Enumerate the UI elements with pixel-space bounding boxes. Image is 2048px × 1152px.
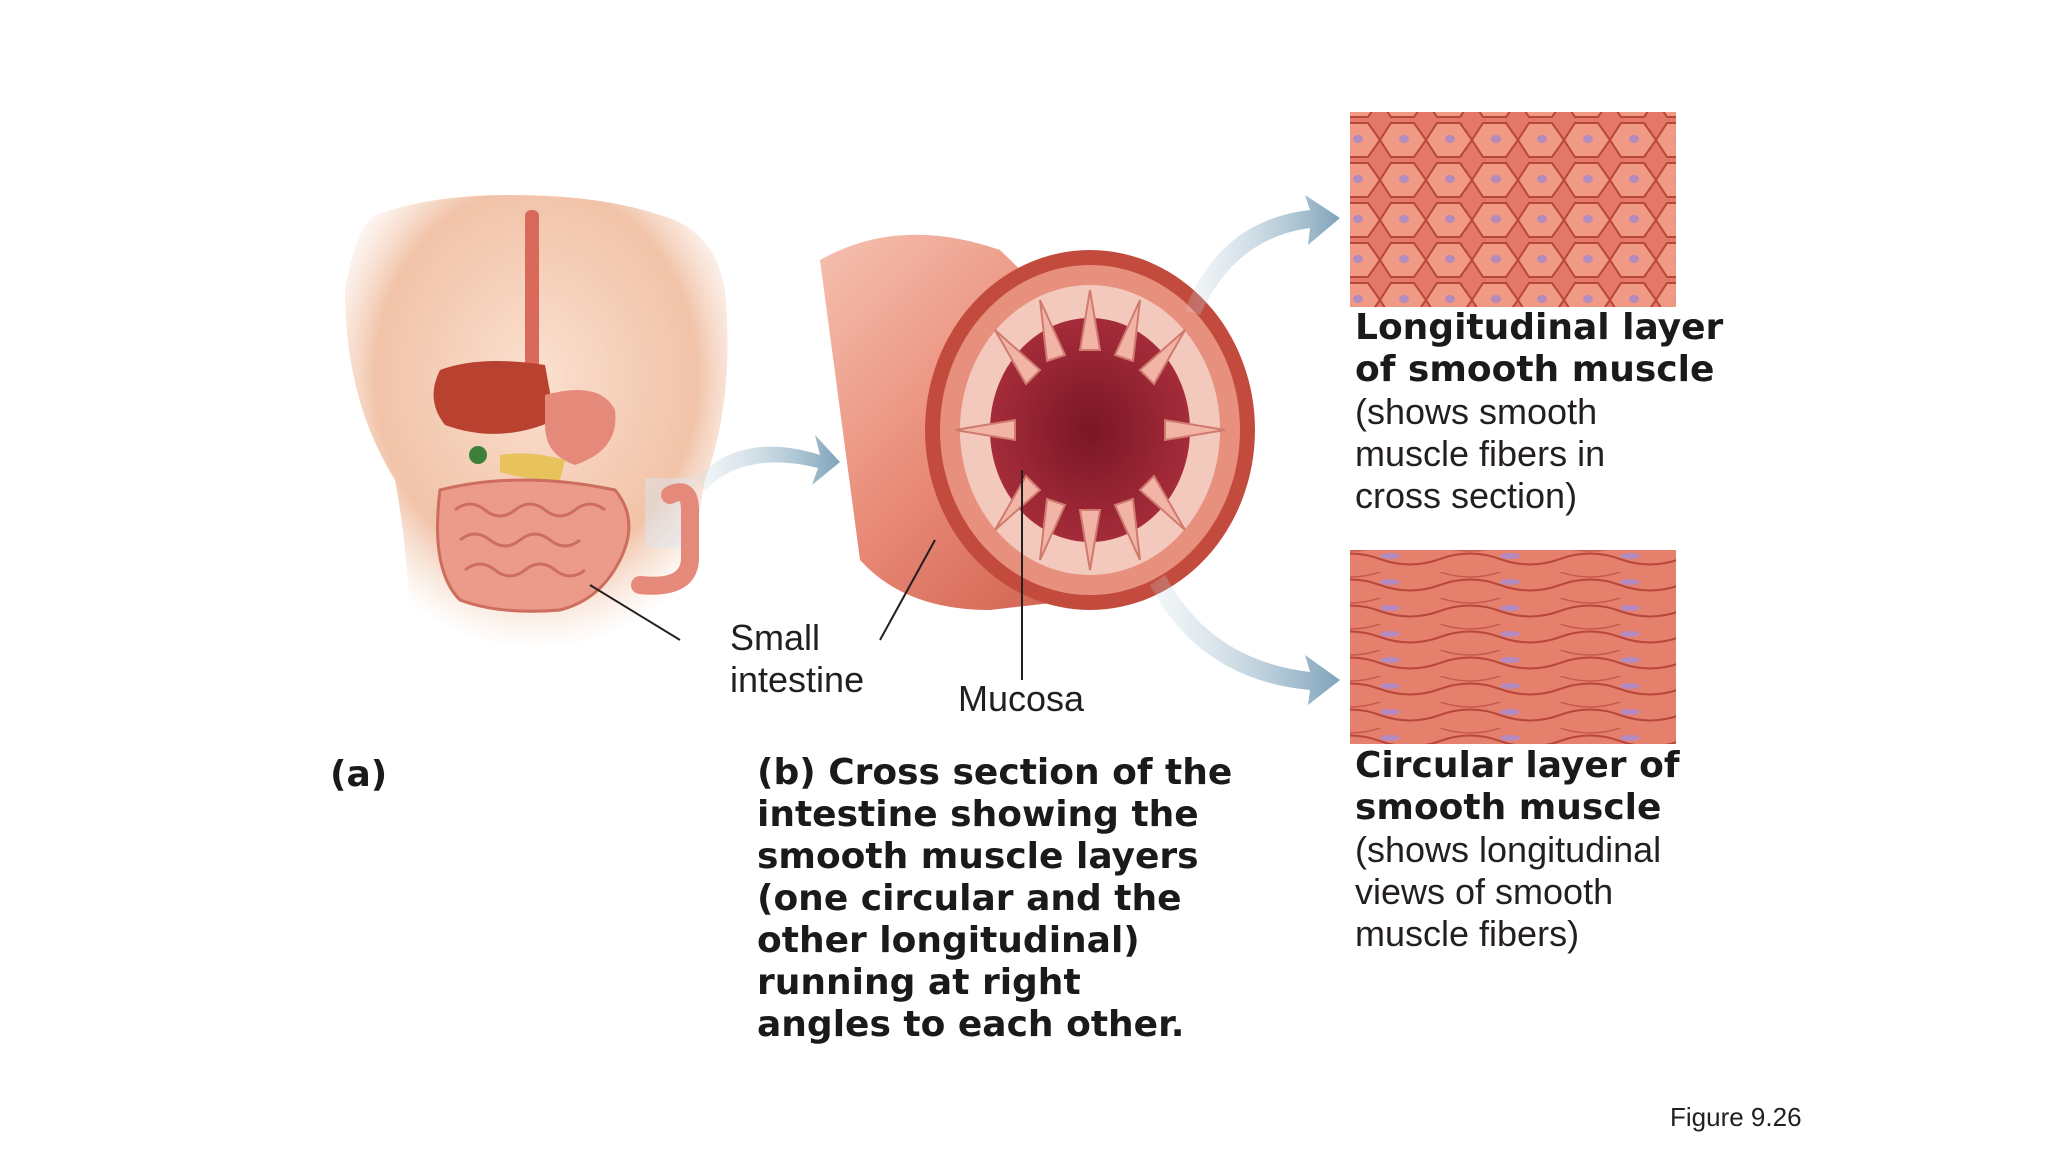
stomach [545, 390, 616, 465]
arrow-to-cross-section [695, 435, 840, 490]
circular-layer-inset [1350, 550, 1676, 744]
circular-desc-line: views of smooth [1355, 871, 1614, 912]
longitudinal-desc-line: cross section) [1355, 475, 1578, 516]
longitudinal-layer-caption: Longitudinal layer of smooth muscle (sho… [1355, 307, 1723, 517]
longitudinal-layer-inset [1350, 112, 1676, 307]
gallbladder [469, 446, 487, 464]
longitudinal-title-line: Longitudinal layer [1355, 307, 1724, 348]
circular-title-line: smooth muscle [1355, 787, 1662, 828]
small-intestine-leader-line-a [589, 584, 681, 641]
panel-b-caption: (b) Cross section of the intestine showi… [757, 752, 1233, 1045]
longitudinal-desc-line: (shows smooth [1355, 391, 1598, 432]
mucosa-label: Mucosa [958, 678, 1085, 719]
torso-illustration [345, 195, 728, 650]
small-intestine-leader-line-b [879, 539, 936, 641]
circular-layer-caption: Circular layer of smooth muscle (shows l… [1355, 745, 1680, 955]
small-intestine-label: Small intestine [730, 617, 865, 700]
longitudinal-title-line: of smooth muscle [1355, 349, 1715, 390]
arrow-to-longitudinal [1185, 195, 1340, 315]
esophagus [525, 210, 539, 370]
intestine-cross-section [820, 234, 1255, 680]
longitudinal-desc-line: muscle fibers in [1355, 433, 1606, 474]
panel-a-tag: (a) [330, 754, 388, 795]
liver [433, 361, 555, 434]
pancreas [500, 453, 565, 480]
circular-desc-line: muscle fibers) [1355, 913, 1580, 954]
arrow-to-circular [1150, 575, 1340, 705]
figure-number: Figure 9.26 [1670, 1102, 1802, 1132]
circular-desc-line: (shows longitudinal [1355, 829, 1662, 870]
circular-title-line: Circular layer of [1355, 745, 1680, 786]
